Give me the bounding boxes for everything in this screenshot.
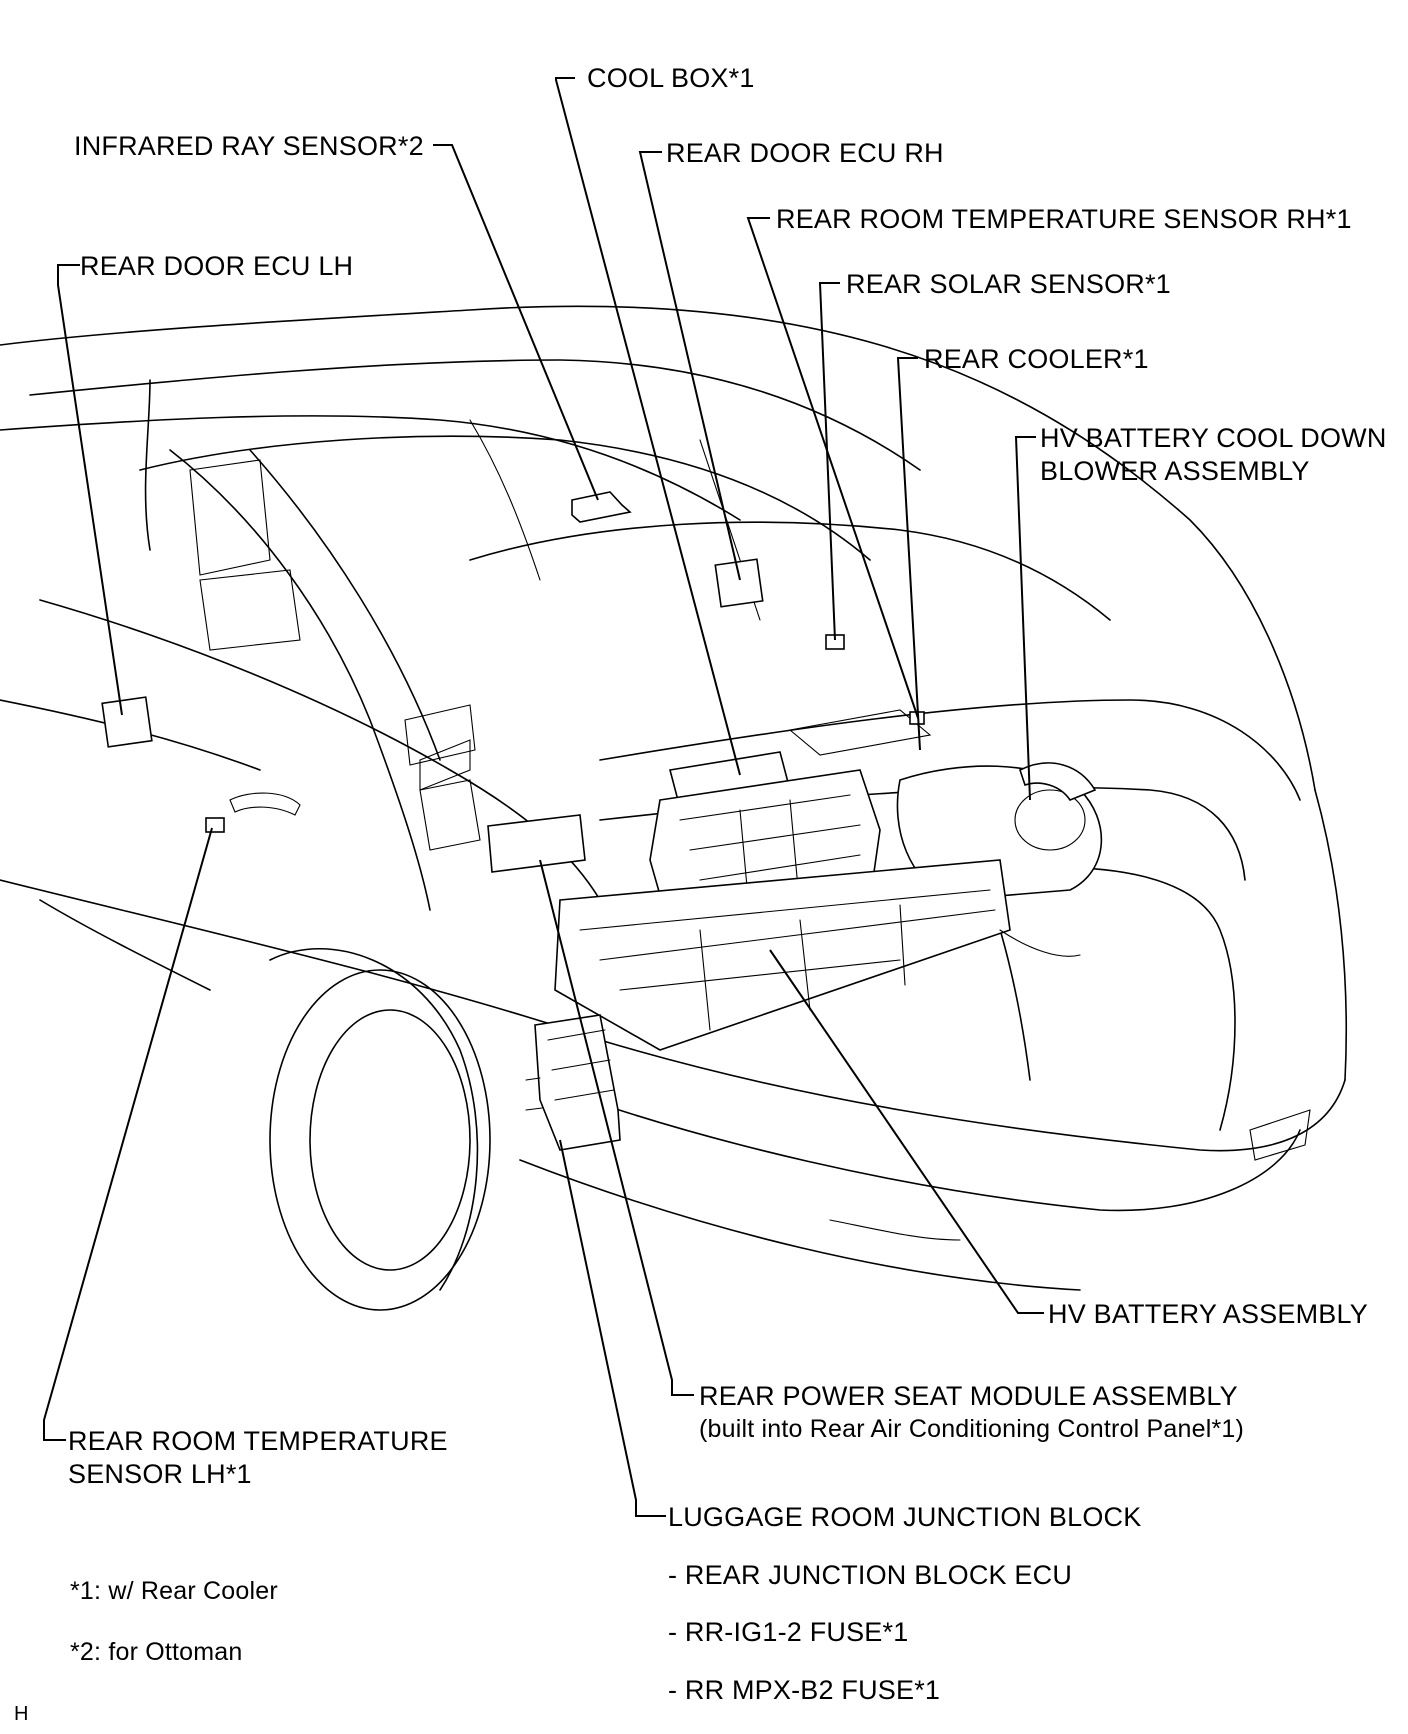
label-rear-solar-sensor: REAR SOLAR SENSOR*1 (846, 269, 1171, 299)
label-rear-door-ecu-lh: REAR DOOR ECU LH (80, 251, 354, 281)
leader-rear-room-temp-sensor-rh (746, 217, 919, 719)
leader-cool-box (555, 77, 741, 776)
label-hv-battery-cool-down-line2: BLOWER ASSEMBLY (1040, 456, 1310, 486)
leader-luggage-room-junction-block (559, 1139, 666, 1517)
rear-door-ecu-rh-part (714, 558, 764, 608)
leader-rear-power-seat (539, 859, 694, 1396)
label-cool-box: COOL BOX*1 (587, 63, 755, 93)
rear-room-temp-sensor-lh-part (205, 817, 225, 833)
label-rr-mpx-b2-fuse: - RR MPX-B2 FUSE*1 (668, 1675, 941, 1705)
leader-rear-door-ecu-lh (57, 264, 123, 716)
label-rr-ig1-2-fuse: - RR-IG1-2 FUSE*1 (668, 1617, 909, 1647)
leader-rear-cooler (896, 357, 921, 751)
rear-door-ecu-lh-part (101, 696, 153, 748)
corner-mark: H (14, 1703, 29, 1725)
leader-rear-solar-sensor (818, 282, 840, 641)
leader-infrared-ray-sensor (433, 144, 599, 501)
leader-hv-battery-assembly (769, 949, 1044, 1314)
label-rear-junction-block-ecu: - REAR JUNCTION BLOCK ECU (668, 1560, 1073, 1590)
hv-battery-assembly-part (554, 859, 1011, 1051)
label-rear-cooler: REAR COOLER*1 (924, 344, 1149, 374)
label-rear-power-seat-line1: REAR POWER SEAT MODULE ASSEMBLY (699, 1381, 1238, 1411)
rear-power-seat-module-part (487, 814, 586, 873)
leader-lines (43, 77, 1044, 1517)
leader-hv-battery-cool-down (1014, 436, 1036, 801)
label-rear-room-temp-sensor-lh-line1: REAR ROOM TEMPERATURE (68, 1426, 448, 1456)
leader-rear-room-temp-sensor-lh (43, 827, 213, 1441)
label-hv-battery-assembly: HV BATTERY ASSEMBLY (1048, 1299, 1368, 1329)
label-rear-room-temp-sensor-rh: REAR ROOM TEMPERATURE SENSOR RH*1 (776, 204, 1352, 234)
label-luggage-room-junction-block: LUGGAGE ROOM JUNCTION BLOCK (668, 1502, 1142, 1532)
component-parts (101, 491, 1103, 1151)
label-rear-room-temp-sensor-lh-line2: SENSOR LH*1 (68, 1459, 252, 1489)
label-rear-power-seat-line2: (built into Rear Air Conditioning Contro… (699, 1415, 1245, 1443)
note-rear-cooler: *1: w/ Rear Cooler (70, 1577, 278, 1605)
leader-rear-door-ecu-rh (638, 151, 741, 581)
luggage-room-junction-block-part (534, 1014, 621, 1151)
label-infrared-ray-sensor: INFRARED RAY SENSOR*2 (74, 131, 424, 161)
label-rear-door-ecu-rh: REAR DOOR ECU RH (666, 138, 944, 168)
note-ottoman: *2: for Ottoman (70, 1638, 243, 1666)
infrared-ray-sensor-part (571, 491, 632, 523)
label-hv-battery-cool-down-line1: HV BATTERY COOL DOWN (1040, 423, 1387, 453)
